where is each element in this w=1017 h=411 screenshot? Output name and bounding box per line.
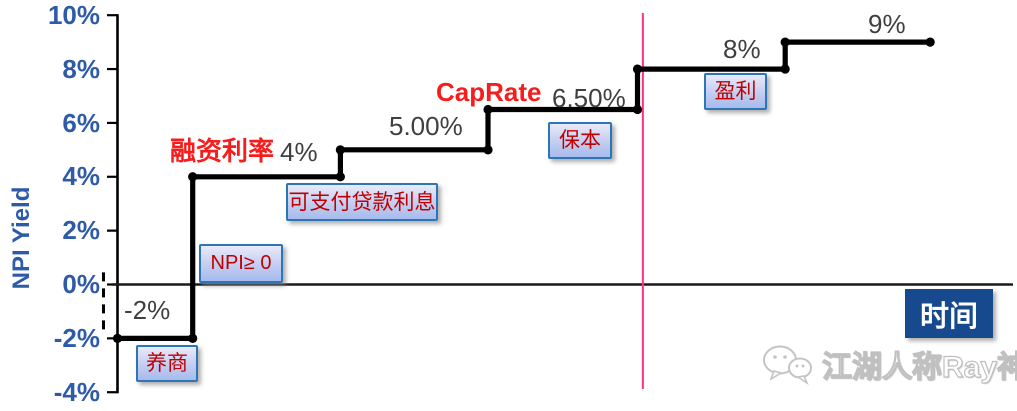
- caprate-label: CapRate: [436, 77, 542, 107]
- y-axis-title-text: NPI Yield: [8, 186, 35, 290]
- data-label-5: 5.00%: [389, 111, 463, 141]
- annotation-box-npi-ge-0: NPI≥ 0: [199, 244, 283, 283]
- data-label-6_5: 6.50%: [552, 83, 626, 113]
- y-tick-neg4: -4%: [53, 377, 100, 407]
- y-tick-4: 4%: [62, 161, 100, 191]
- annotation-box-yangshang: 养商: [136, 345, 198, 382]
- x-axis-title-time-box: 时间: [905, 289, 993, 338]
- annotation-box-baoben: 保本: [548, 122, 612, 159]
- y-tick-neg2: -2%: [53, 323, 100, 353]
- y-tick-8: 8%: [62, 54, 100, 84]
- annotation-box-pay-loan-interest: 可支付贷款利息: [286, 183, 438, 221]
- watermark-text: 江湖人称Ray神: [821, 350, 1017, 384]
- y-tick-2: 2%: [62, 215, 100, 245]
- y-tick-10: 10%: [47, 0, 100, 30]
- data-label-9: 9%: [868, 9, 906, 39]
- annotation-box-yingli: 盈利: [704, 73, 767, 110]
- wechat-icon: [763, 345, 812, 386]
- y-tick-6: 6%: [62, 108, 100, 138]
- watermark: 江湖人称Ray神: [760, 338, 1017, 390]
- data-label-neg2: -2%: [124, 295, 171, 325]
- data-label-8: 8%: [723, 34, 761, 64]
- y-tick-0: 0%: [62, 269, 100, 299]
- data-label-4: 4%: [280, 137, 318, 167]
- financing-rate-label: 融资利率: [170, 136, 275, 166]
